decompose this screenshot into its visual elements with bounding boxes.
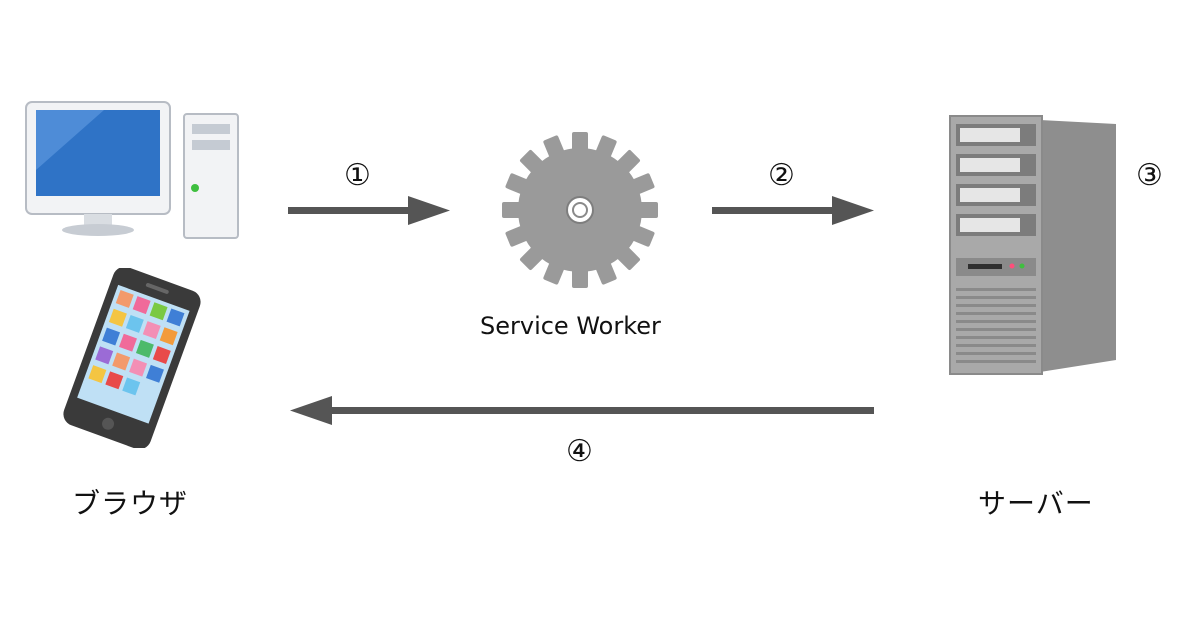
step-1-label: ①: [344, 158, 371, 193]
arrow-browser-to-worker: [288, 194, 452, 228]
gear-icon: [500, 130, 660, 290]
arrow-server-to-browser: [288, 394, 876, 428]
arrow-worker-to-server: [712, 194, 876, 228]
browser-label: ブラウザ: [72, 487, 189, 520]
desktop-computer-icon: [24, 100, 244, 245]
step-3-label: ③: [1136, 158, 1163, 193]
smartphone-icon: [52, 268, 212, 448]
server-label: サーバー: [978, 487, 1094, 520]
server-icon: [948, 110, 1118, 378]
service-worker-label: Service Worker: [480, 312, 661, 340]
step-2-label: ②: [768, 158, 795, 193]
step-4-label: ④: [566, 434, 593, 469]
